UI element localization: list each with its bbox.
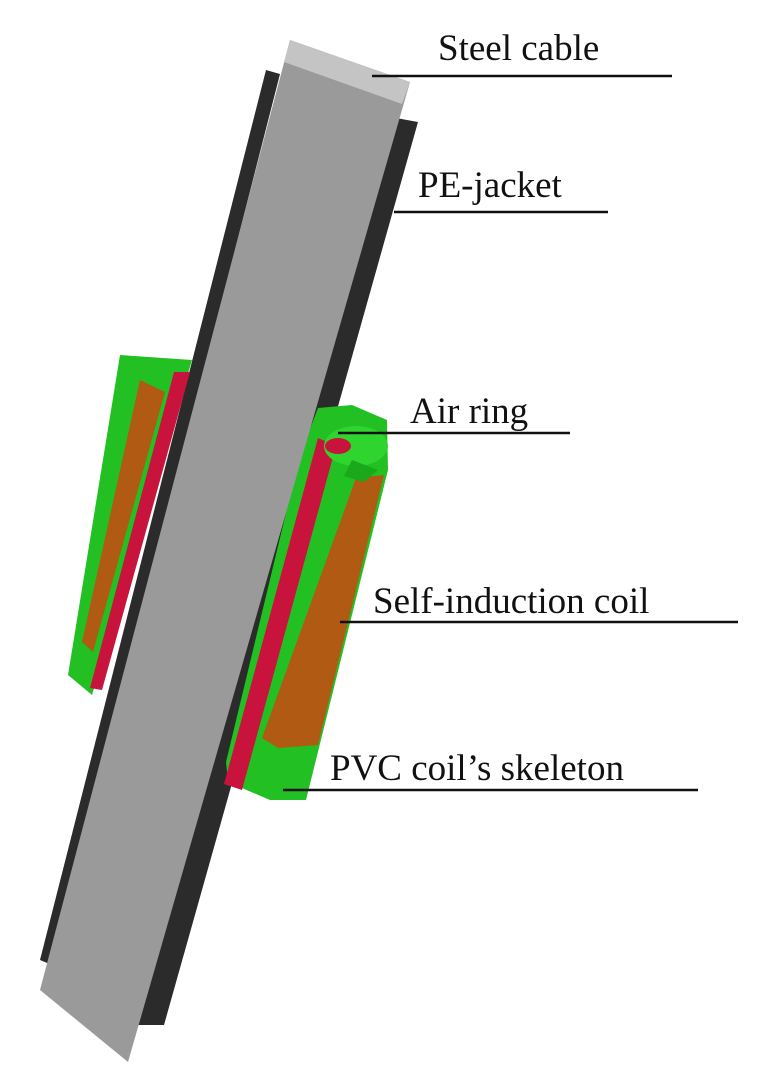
steel-cable: [40, 40, 410, 1062]
steel-cable-highlight: [284, 40, 410, 104]
pe-jacket-left: [40, 70, 280, 965]
pvc-skeleton-top-face: [324, 426, 388, 466]
air-ring-top-opening: [325, 438, 351, 454]
label-pe-jacket: PE-jacket: [418, 165, 562, 206]
pvc-skeleton-front-face: [344, 460, 378, 482]
self-induction-coil-left: [82, 380, 165, 652]
label-steel-cable: Steel cable: [438, 28, 600, 69]
label-self-induction-coil: Self-induction coil: [373, 581, 650, 622]
label-pvc-coil-skeleton: PVC coil’s skeleton: [330, 748, 624, 789]
air-ring-right: [224, 438, 336, 790]
label-air-ring: Air ring: [410, 391, 529, 432]
air-ring-left: [90, 372, 190, 690]
self-induction-coil-right: [262, 475, 384, 748]
